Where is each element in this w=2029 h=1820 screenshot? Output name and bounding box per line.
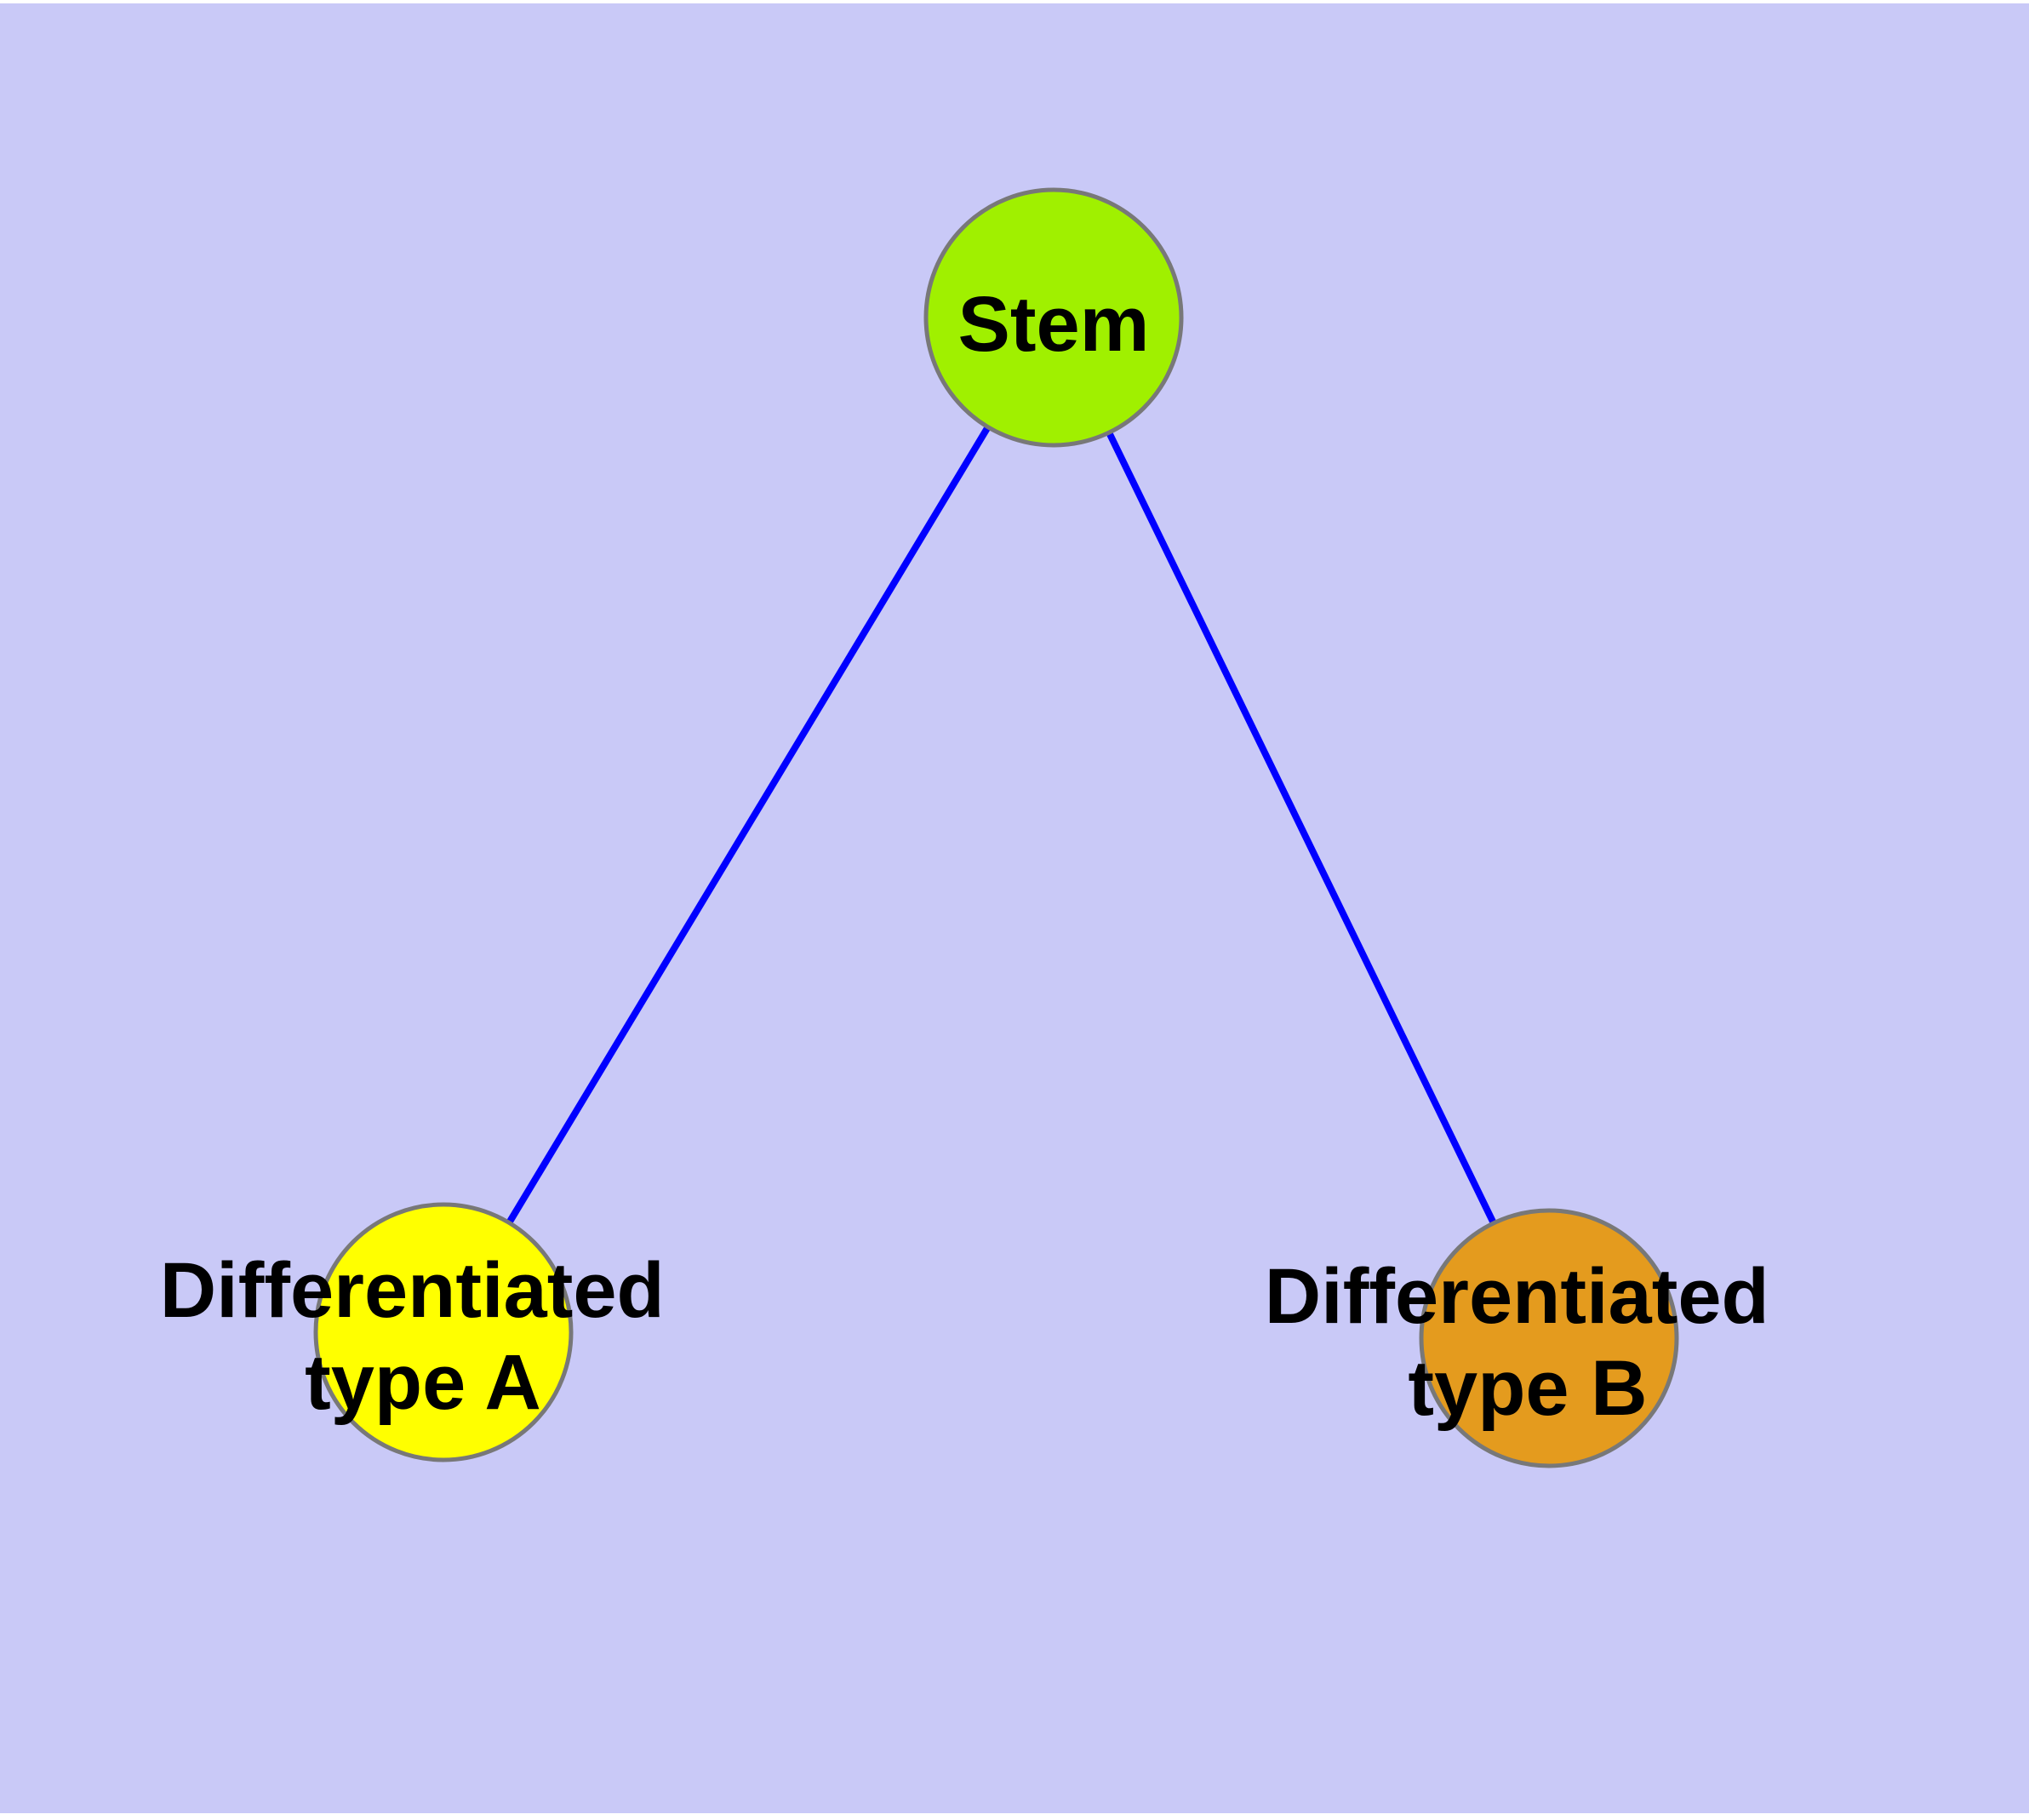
node-stem	[923, 187, 1184, 448]
edge-stem-to-type-b	[1106, 432, 1496, 1223]
node-differentiated-type-a	[313, 1202, 574, 1462]
edge-stem-to-type-a	[506, 426, 991, 1224]
node-label-type-a-line1: Differentiated	[160, 1247, 665, 1334]
node-label-differentiated-type-a: Differentiated type A	[160, 1247, 687, 1426]
node-label-stem-line1: Stem	[958, 281, 1150, 368]
node-label-differentiated-type-b: Differentiated type B	[1265, 1253, 1792, 1432]
node-label-stem: Stem	[958, 281, 1150, 368]
node-label-type-a-line2: type A	[305, 1339, 541, 1426]
node-differentiated-type-b	[1419, 1208, 1679, 1468]
node-label-type-b-line2: type B	[1408, 1345, 1647, 1432]
node-label-type-b-line1: Differentiated	[1265, 1253, 1769, 1340]
